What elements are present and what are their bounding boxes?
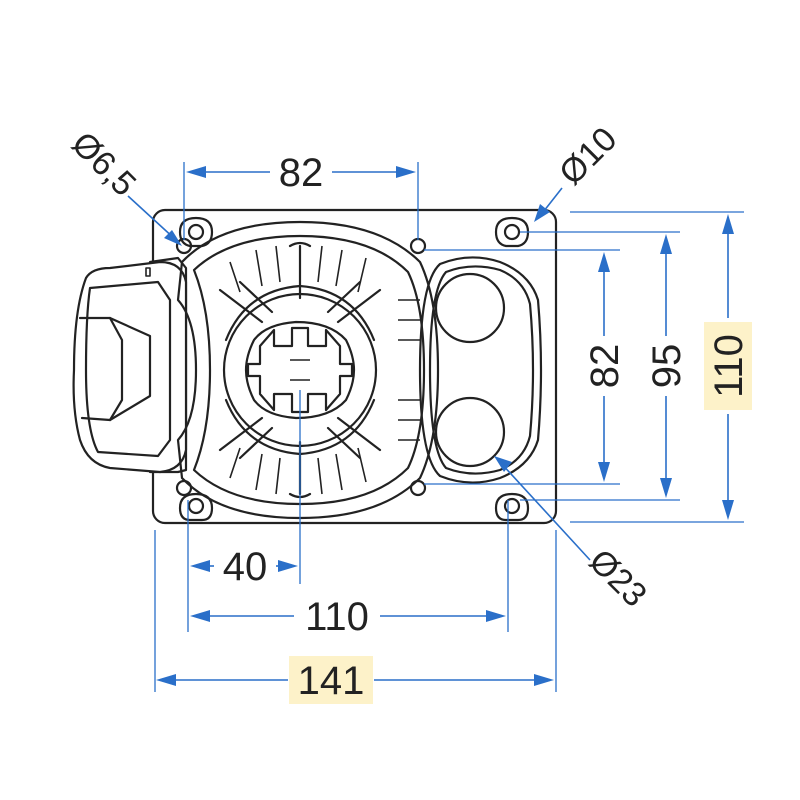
swivel-housing (176, 220, 440, 520)
hole-spacing-top-label: 82 (279, 151, 324, 195)
plate-width-label: 141 (298, 659, 365, 703)
slot-spacing-label: 110 (305, 595, 369, 639)
hole-diameter-slot-label: Ø10 (552, 120, 624, 192)
wheel-diameter-label: Ø23 (582, 542, 654, 614)
vertical-inner-label: 82 (583, 344, 627, 389)
mounting-holes (175, 216, 530, 522)
plate-width-highlight (289, 656, 373, 704)
hole-diameter-small-label: Ø6,5 (64, 125, 143, 204)
vertical-slots-label: 95 (645, 344, 689, 389)
plate-height-highlight (704, 322, 752, 410)
brake-pedal (72, 256, 188, 474)
wheel-guard (418, 256, 543, 484)
offset-left-label: 40 (223, 545, 268, 589)
dimension-lines (127, 162, 744, 692)
plate-height-label: 110 (707, 334, 751, 398)
